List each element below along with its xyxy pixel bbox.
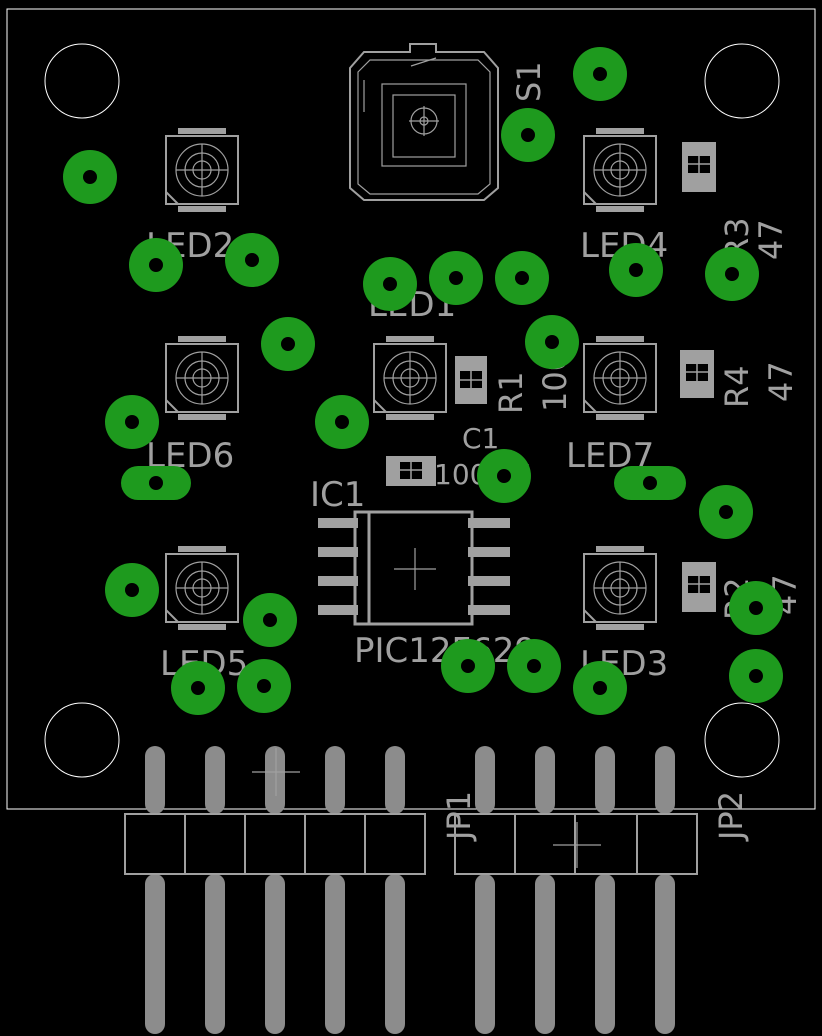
- resistor-r4: [680, 350, 714, 398]
- led-footprints: [165, 128, 657, 630]
- mounting-hole-bottom-right: [704, 702, 780, 778]
- resistor-r3: [682, 142, 716, 192]
- via-pad: [705, 247, 759, 301]
- led-footprint-led1: [373, 336, 447, 420]
- board-outline: [6, 8, 816, 810]
- via-pad: [495, 251, 549, 305]
- ic-ic1: [318, 510, 510, 626]
- header-pin: [325, 746, 345, 1034]
- via-pad: [507, 639, 561, 693]
- mounting-hole-top-left: [44, 43, 120, 119]
- header-jp2: [454, 813, 698, 875]
- header-pin: [145, 746, 165, 1034]
- via-pad: [573, 661, 627, 715]
- header-pins: [145, 746, 675, 1034]
- led-footprint-led4: [583, 128, 657, 212]
- resistor-r2: [682, 562, 716, 612]
- label-jp2: JP2: [712, 791, 750, 842]
- via-pad: [237, 659, 291, 713]
- via-pad: [429, 251, 483, 305]
- header-pin: [475, 746, 495, 1034]
- label-s1: S1: [510, 61, 548, 102]
- via-pad: [105, 395, 159, 449]
- switch-s1: S1: [349, 43, 548, 201]
- label-r1: R1: [492, 371, 530, 414]
- via-pad: [261, 317, 315, 371]
- via-pad: [315, 395, 369, 449]
- led-footprint-led7: [583, 336, 657, 420]
- header-pin: [535, 746, 555, 1034]
- capacitor-c1: [386, 456, 436, 486]
- header-pin: [265, 746, 285, 1034]
- oval-pad-left: [121, 466, 191, 500]
- header-jp1: [124, 748, 426, 875]
- via-pad: [171, 661, 225, 715]
- via-pad: [573, 47, 627, 101]
- via-pad: [225, 233, 279, 287]
- header-pin: [655, 746, 675, 1034]
- via-pad: [729, 649, 783, 703]
- header-pin: [205, 746, 225, 1034]
- via-pad: [477, 449, 531, 503]
- via-pad: [129, 238, 183, 292]
- led-footprint-led6: [165, 336, 239, 420]
- oval-pad-right: [614, 466, 686, 500]
- header-pin: [595, 746, 615, 1034]
- label-jp1: JP1: [440, 791, 478, 842]
- led-footprint-led2: [165, 128, 239, 212]
- via-pad: [501, 108, 555, 162]
- via-pad: [699, 485, 753, 539]
- mounting-hole-top-right: [704, 43, 780, 119]
- led-footprint-led3: [583, 546, 657, 630]
- via-pad: [363, 257, 417, 311]
- via-pad: [609, 243, 663, 297]
- header-pin: [385, 746, 405, 1034]
- via-pad: [105, 563, 159, 617]
- label-r4-value: 47: [762, 361, 800, 402]
- via-pad: [729, 581, 783, 635]
- via-pad: [63, 150, 117, 204]
- via-pad: [441, 639, 495, 693]
- mounting-hole-bottom-left: [44, 702, 120, 778]
- label-c1: C1: [462, 422, 499, 455]
- label-r3-value: 47: [752, 219, 790, 260]
- led-footprint-led5: [165, 546, 239, 630]
- via-pad: [243, 593, 297, 647]
- label-r4: R4: [718, 365, 756, 408]
- via-pad: [525, 315, 579, 369]
- label-ic1: IC1: [310, 475, 365, 515]
- resistor-r1: [455, 356, 487, 404]
- via-group: [63, 47, 783, 715]
